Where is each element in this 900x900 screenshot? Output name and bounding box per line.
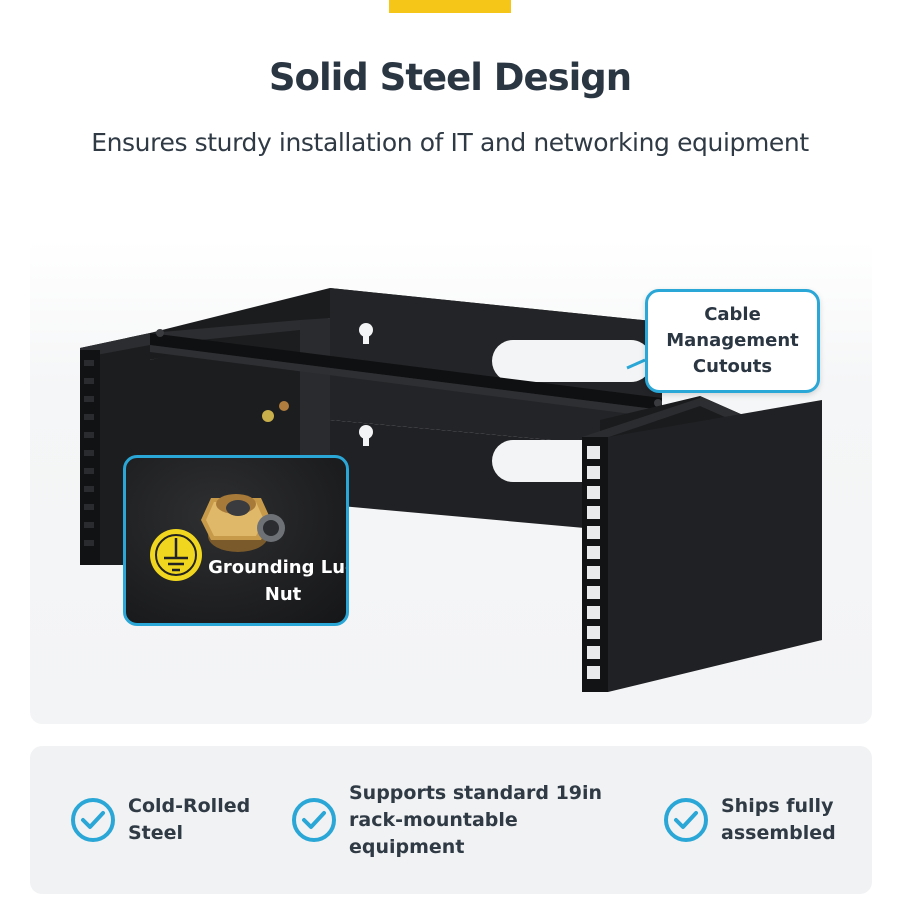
feature-label: Supports standard 19in rack-mountable eq… [349, 781, 603, 858]
feature-supports-19in: Supports standard 19in rack-mountable eq… [291, 746, 629, 894]
cable-management-label: Cable Management Cutouts [666, 304, 799, 377]
features-panel: Cold-Rolled Steel Supports standard 19in… [30, 746, 872, 894]
grounding-lug-label: Grounding Lug Nut [208, 557, 349, 605]
page-title: Solid Steel Design [268, 56, 632, 99]
grounding-lug-callout: Grounding Lug Nut [123, 455, 349, 626]
feature-ships-assembled: Ships fully assembled [663, 746, 861, 894]
accent-bar [389, 0, 511, 13]
page-subtitle: Ensures sturdy installation of IT and ne… [91, 128, 809, 157]
feature-label: Ships fully assembled [721, 795, 836, 844]
feature-cold-rolled-steel: Cold-Rolled Steel [70, 746, 268, 894]
check-circle-icon [71, 798, 115, 842]
grounding-lug-image [150, 494, 285, 581]
feature-label: Cold-Rolled Steel [128, 795, 251, 844]
check-circle-icon [292, 798, 336, 842]
cable-management-callout: Cable Management Cutouts [645, 289, 820, 393]
check-circle-icon [664, 798, 708, 842]
